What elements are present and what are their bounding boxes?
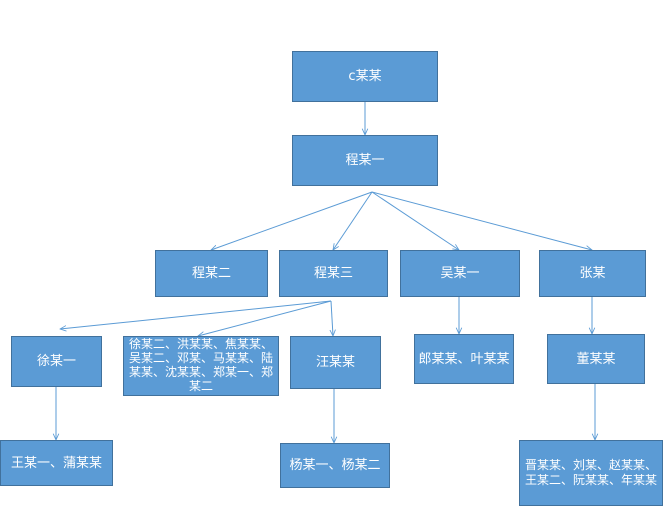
node-wu1-label: 吴某一 <box>440 266 480 281</box>
node-l1: 程某一 <box>292 135 438 186</box>
node-dong-label: 董某某 <box>576 351 616 367</box>
node-group-label: 徐某二、洪某某、焦某某、吴某二、邓某、马某某、陆某某、沈某某、郑某一、郑某二 <box>128 337 273 393</box>
node-dong: 董某某 <box>547 334 645 384</box>
node-group: 徐某二、洪某某、焦某某、吴某二、邓某、马某某、陆某某、沈某某、郑某一、郑某二 <box>123 336 279 396</box>
node-xu1-label: 徐某一 <box>36 354 76 369</box>
node-yang-label: 杨某一、杨某二 <box>289 458 381 473</box>
node-wang: 汪某某 <box>290 336 381 389</box>
node-c2: 程某二 <box>155 250 268 297</box>
node-c3: 程某三 <box>279 250 388 297</box>
edge-c3-group <box>198 300 332 336</box>
node-lang-label: 郎某某、叶某某 <box>418 351 510 367</box>
node-lang: 郎某某、叶某某 <box>414 334 514 384</box>
edge-c3-wang <box>331 300 333 336</box>
node-yang: 杨某一、杨某二 <box>280 443 390 488</box>
node-l1-label: 程某一 <box>345 153 385 168</box>
node-root-label: c某某 <box>348 69 382 84</box>
node-xu1: 徐某一 <box>11 336 102 387</box>
node-zhang-label: 张某 <box>579 266 606 281</box>
edge-l1-zhang <box>371 191 592 250</box>
edge-c3-xu1 <box>60 300 332 329</box>
node-root: c某某 <box>292 51 438 102</box>
node-jin: 晋某某、刘某、赵某某、王某二、阮某某、年某某 <box>519 440 663 506</box>
node-wu1: 吴某一 <box>400 250 520 297</box>
edge-l1-c2 <box>211 191 373 250</box>
node-wang-label: 汪某某 <box>315 355 355 370</box>
node-jin-label: 晋某某、刘某、赵某某、王某二、阮某某、年某某 <box>524 458 657 487</box>
edge-l1-wu1 <box>371 191 459 250</box>
node-wangpu-label: 王某一、蒲某某 <box>10 455 102 471</box>
node-c2-label: 程某二 <box>191 266 231 281</box>
edge-l1-c3 <box>333 191 373 250</box>
node-zhang: 张某 <box>539 250 646 297</box>
node-c3-label: 程某三 <box>313 266 353 281</box>
node-wangpu: 王某一、蒲某某 <box>0 440 113 486</box>
